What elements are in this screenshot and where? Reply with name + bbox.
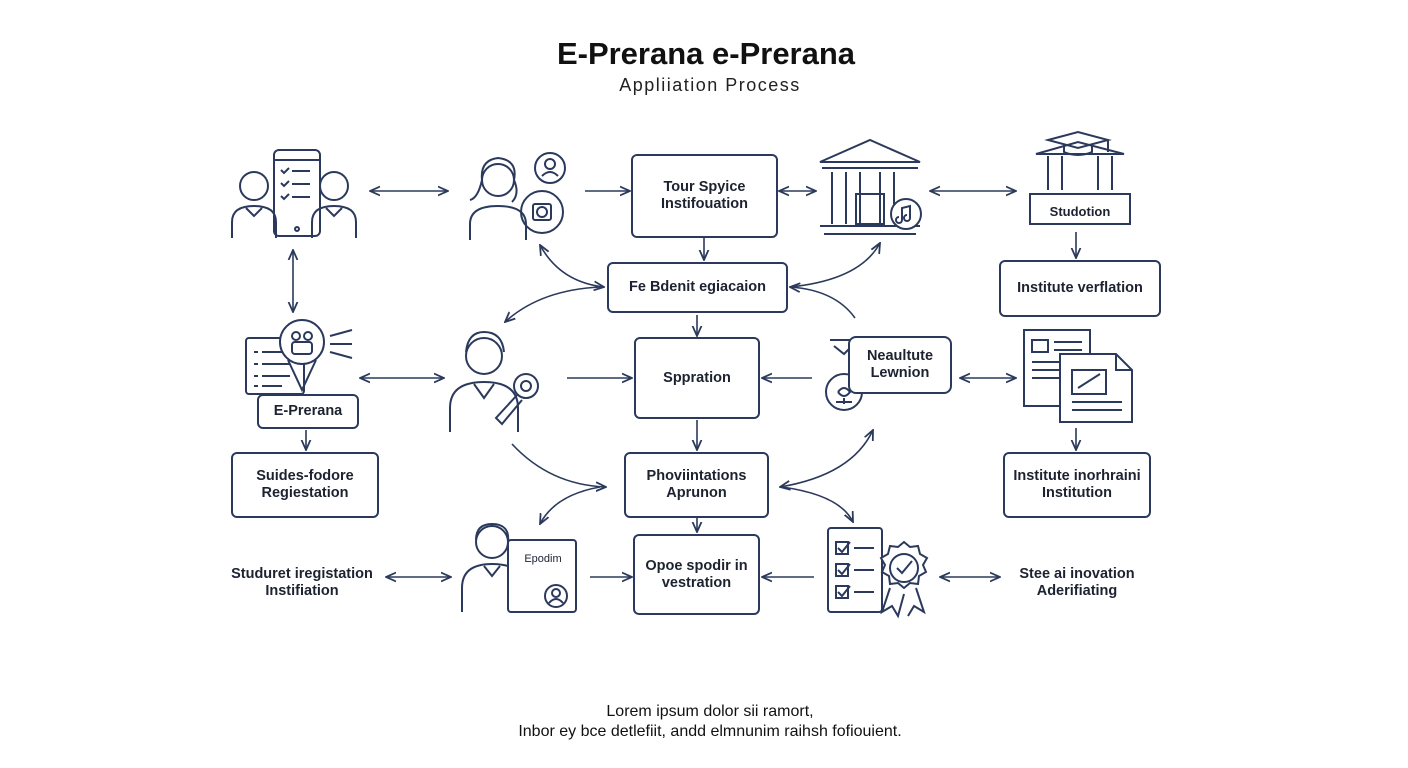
- neaultute-node: Neaultute Lewnion: [848, 336, 952, 394]
- suides-fodore-node: Suides-fodore Regiestation: [231, 452, 379, 518]
- tour-spyice-node: Tour Spyice Instifouation: [631, 154, 778, 238]
- stee-ai-inovation-label: Stee ai inovation Aderifiating: [1019, 566, 1135, 599]
- building-music-icon: [819, 138, 922, 235]
- footer-text: Lorem ipsum dolor sii ramort, Inbor ey b…: [0, 702, 1408, 742]
- profile-card-megaphone-icon: [245, 319, 353, 395]
- man-magnifier-icon: [449, 330, 539, 432]
- footer-line-1: Lorem ipsum dolor sii ramort,: [606, 703, 814, 720]
- studuret-registation-label: Studuret iregistation Instifiation: [231, 566, 373, 599]
- graduation-building-icon: [1029, 130, 1131, 225]
- epodim-label: Epodim: [524, 553, 562, 565]
- page-title: E-Prerana e-Prerana: [556, 36, 856, 71]
- footer-line-2: Inbor ey bce detlefiit, andd elmnunim ra…: [518, 723, 902, 740]
- phoviintations-node: Phoviintations Aprunon: [624, 452, 769, 518]
- sppration-node: Sppration: [634, 337, 760, 419]
- man-id-card-icon: [461, 522, 577, 613]
- studotion-label: Studotion: [1049, 204, 1111, 219]
- fe-bdenit-node: Fe Bdenit egiacaion: [607, 262, 788, 313]
- opoe-spodir-node: Opoe spodir in vestration: [633, 534, 760, 615]
- document-screen-icon: [1023, 329, 1133, 423]
- page-subtitle: Appliiation Process: [619, 75, 801, 95]
- phone-checklist-people-icon: [231, 149, 357, 238]
- woman-camera-icon: [469, 152, 566, 240]
- institute-inorhrairi-node: Institute inorhraini Institution: [1003, 452, 1151, 518]
- institute-verflation-node: Institute verflation: [999, 260, 1161, 317]
- e-prerana-node: E-Prerana: [257, 394, 359, 429]
- checklist-award-icon: [827, 527, 929, 619]
